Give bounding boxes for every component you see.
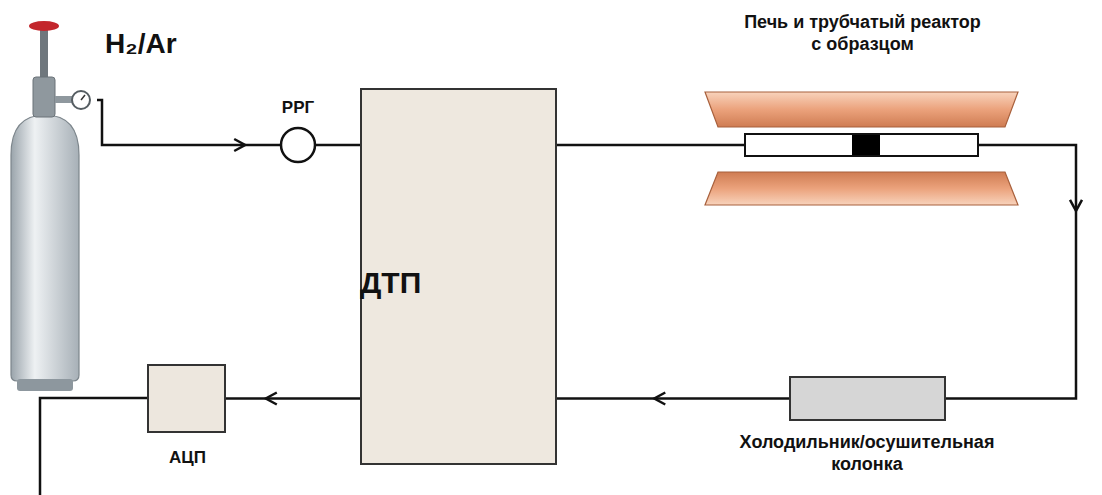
- valve-block: [33, 77, 55, 117]
- node-label: ДТП: [360, 265, 557, 301]
- cooler-column: Холодильник/осушительная колонка: [722, 376, 1012, 491]
- gas-line: [556, 144, 745, 147]
- gas-line: [315, 144, 361, 147]
- exhaust-line: [40, 398, 148, 495]
- detector-box: ДТП: [360, 88, 557, 465]
- sample: [852, 135, 880, 155]
- gas-cylinder: H₂/Ar: [5, 15, 205, 395]
- gauge-needle: [81, 95, 85, 100]
- arrowhead: [234, 139, 245, 151]
- pressure-gauge: [72, 91, 90, 109]
- adc-box: АЦП: [140, 364, 235, 476]
- cylinder-body: [11, 115, 79, 381]
- cooler-outline: [790, 377, 945, 420]
- gas-line: [225, 397, 361, 400]
- node-label: H₂/Ar: [105, 27, 177, 61]
- gas-cylinder-outline: [5, 15, 97, 395]
- reactor-tube: [745, 134, 978, 156]
- detector-outline: [361, 89, 556, 464]
- node-label: РРГ: [270, 98, 326, 118]
- node-label: АЦП: [140, 448, 235, 468]
- furnace-bottom: [705, 172, 1018, 205]
- node-label: Холодильник/осушительная колонка: [722, 432, 1012, 475]
- arrowhead: [266, 393, 277, 405]
- valve-knob: [29, 21, 59, 31]
- furnace-top: [705, 92, 1018, 127]
- arrowhead: [1070, 200, 1082, 211]
- gauge-pipe: [55, 96, 73, 103]
- furnace-reactor: Печь и трубчатый реактор с образцом: [690, 8, 1035, 213]
- node-label: Печь и трубчатый реактор с образцом: [742, 12, 983, 55]
- arrowhead: [654, 393, 665, 405]
- flow-controller: РРГ: [270, 98, 326, 164]
- adc-outline: [148, 365, 225, 432]
- valve-stem: [40, 29, 48, 79]
- gas-line: [97, 100, 281, 145]
- gas-line: [556, 397, 790, 400]
- cylinder-foot: [17, 379, 73, 391]
- controller-circle: [281, 128, 315, 162]
